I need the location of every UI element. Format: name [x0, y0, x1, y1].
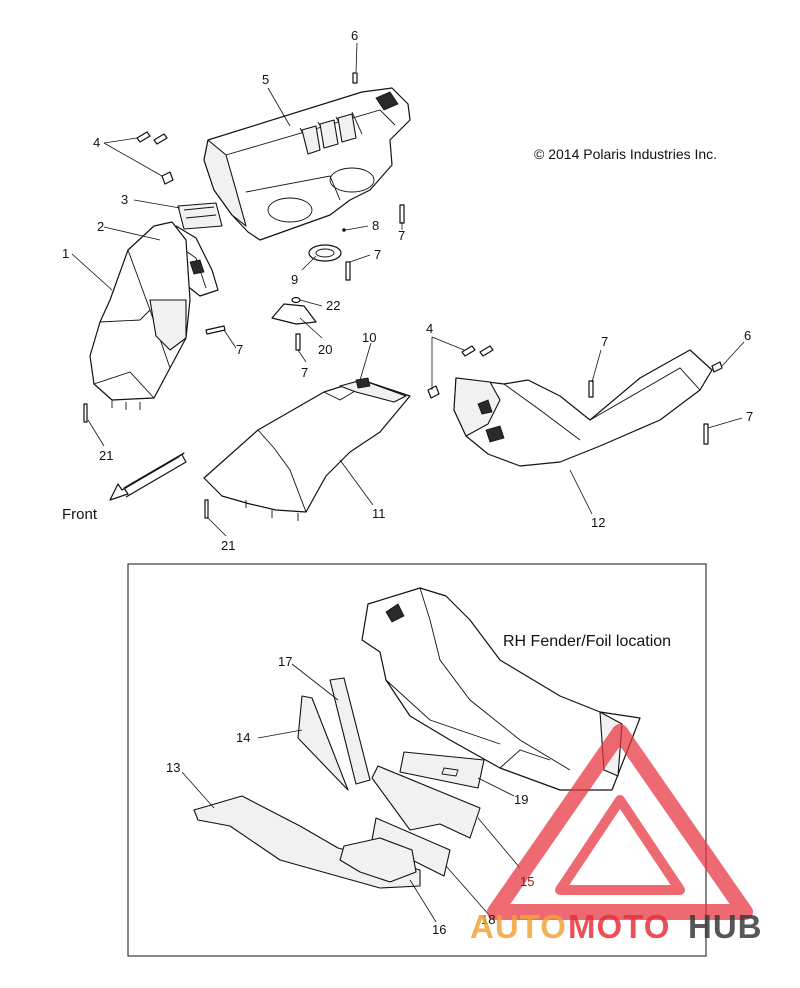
- part-3-foil: [177, 202, 223, 230]
- callout: 5: [262, 72, 269, 87]
- callout: 2: [97, 219, 104, 234]
- callout: 7: [301, 365, 308, 380]
- callout: 10: [362, 330, 376, 345]
- front-label: Front: [62, 506, 98, 523]
- front-direction-arrow: [109, 452, 185, 501]
- callout: 20: [318, 342, 332, 357]
- inset-frame: [127, 563, 707, 957]
- callout: 12: [591, 515, 605, 530]
- part-5-rear-panel: [203, 87, 411, 241]
- callout: 21: [221, 538, 235, 553]
- part-17-foil: [329, 677, 371, 785]
- part-9-grommet: [308, 244, 342, 262]
- callout: 8: [372, 218, 379, 233]
- callout: 7: [236, 342, 243, 357]
- watermark-text: AUTO MOTO HUB: [470, 908, 763, 945]
- callout-numbers: 6 5 4 3 2 1 8 7 9 7 22 20 7 7 21 10 11 2…: [62, 28, 753, 937]
- callout: 17: [278, 654, 292, 669]
- callout: 22: [326, 298, 340, 313]
- copyright-text: © 2014 Polaris Industries Inc.: [534, 146, 717, 162]
- callout: 15: [520, 874, 534, 889]
- svg-text:AUTO: AUTO: [470, 908, 567, 945]
- part-18-foil: [371, 817, 451, 877]
- leader-lines: [71, 42, 745, 537]
- part-8-plug: [342, 228, 346, 232]
- callout: 14: [236, 730, 250, 745]
- svg-text:HUB: HUB: [688, 908, 763, 945]
- inset-title: RH Fender/Foil location: [503, 633, 671, 650]
- callout: 4: [426, 321, 433, 336]
- part-14-foil: [297, 695, 349, 791]
- callout: 6: [744, 328, 751, 343]
- callout: 7: [398, 228, 405, 243]
- callout: 13: [166, 760, 180, 775]
- fasteners: [83, 72, 723, 519]
- part-1-front-fender: [89, 221, 191, 410]
- callout: 7: [746, 409, 753, 424]
- callout: 19: [514, 792, 528, 807]
- callout: 21: [99, 448, 113, 463]
- part-15-foil: [371, 765, 481, 839]
- part-16-foil: [339, 837, 417, 883]
- callout: 4: [93, 135, 100, 150]
- callout: 1: [62, 246, 69, 261]
- callout: 9: [291, 272, 298, 287]
- svg-text:MOTO: MOTO: [568, 908, 670, 945]
- callout: 7: [601, 334, 608, 349]
- part-11-lower-panel: [203, 377, 411, 521]
- callout: 11: [372, 506, 386, 521]
- callout: 18: [481, 912, 495, 927]
- inset-leader-lines: [181, 663, 521, 923]
- part-12-rh-fender: [453, 349, 713, 467]
- callout: 3: [121, 192, 128, 207]
- part-19-foil: [399, 751, 485, 789]
- part-20-bracket: [271, 303, 317, 325]
- callout: 7: [374, 247, 381, 262]
- callout: 16: [432, 922, 446, 937]
- watermark-logo: [487, 724, 753, 920]
- part-22-washer: [291, 296, 301, 304]
- callout: 6: [351, 28, 358, 43]
